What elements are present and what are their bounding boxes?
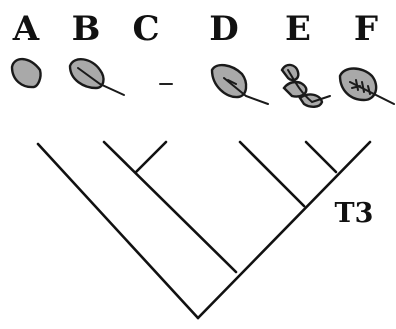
branch-e xyxy=(306,142,336,172)
leaf-d-icon xyxy=(212,65,268,104)
branch-def-stem xyxy=(198,142,370,318)
tree-label: T3 xyxy=(335,198,374,229)
taxon-label-f: F xyxy=(354,9,378,49)
branch-bc-stem xyxy=(104,142,236,272)
cladogram xyxy=(38,142,370,318)
leaf-b-icon xyxy=(70,59,124,95)
taxon-label-b: B xyxy=(72,9,101,49)
taxon-label-c: C xyxy=(132,9,159,49)
branch-c xyxy=(136,142,166,172)
leaf-e-icon xyxy=(282,65,330,107)
leaf-a-icon xyxy=(12,59,41,87)
leaf-f-icon xyxy=(340,69,394,105)
taxon-label-a: A xyxy=(12,9,40,49)
branch-d xyxy=(240,142,304,206)
branch-root xyxy=(38,144,198,318)
taxon-label-d: D xyxy=(209,9,238,49)
taxon-label-e: E xyxy=(285,9,311,49)
